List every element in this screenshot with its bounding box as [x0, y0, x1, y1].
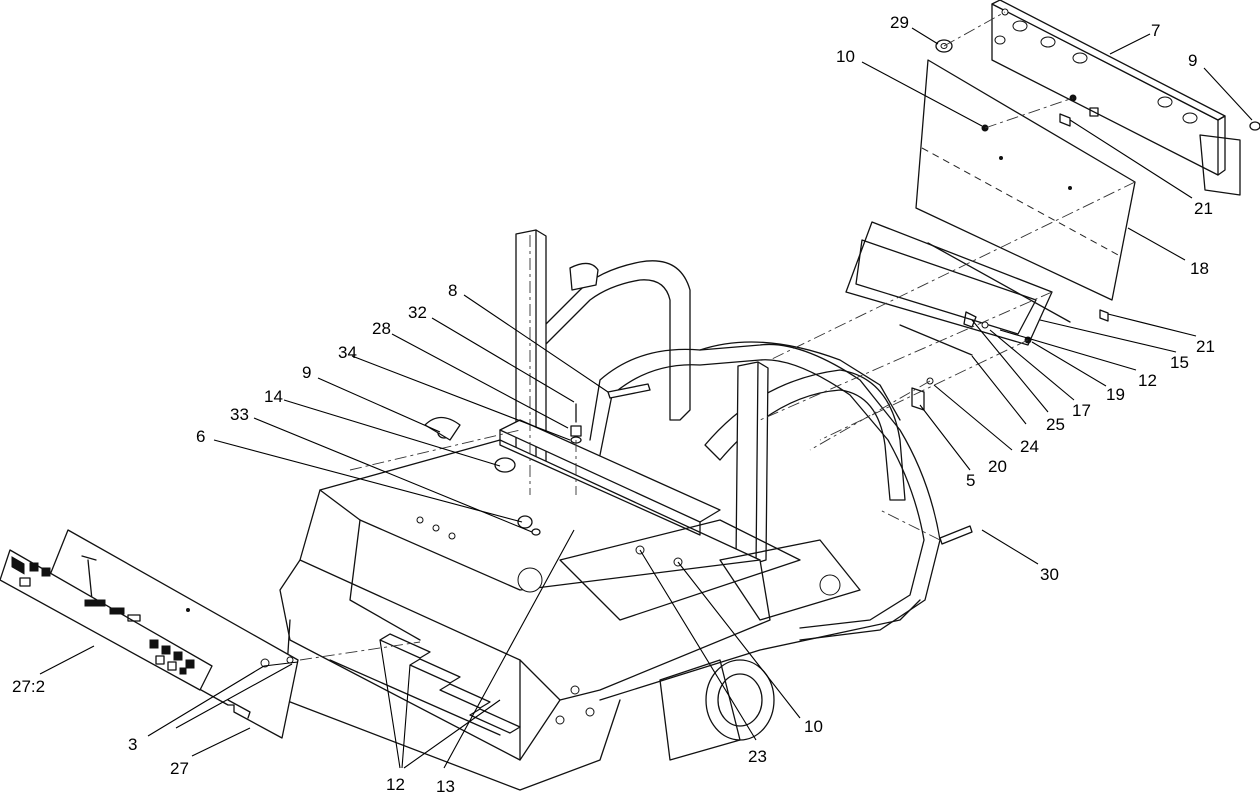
callout-21-mid: 21 [1196, 337, 1215, 356]
part-9-nut-top [1249, 121, 1260, 131]
callout-27: 27 [170, 759, 189, 778]
callout-7: 7 [1151, 21, 1160, 40]
callout-8: 8 [448, 281, 457, 300]
main-frame [279, 229, 973, 791]
callout-25: 25 [1046, 415, 1065, 434]
callout-19: 19 [1106, 385, 1125, 404]
part-7-rear-bracket [991, 0, 1241, 196]
callout-9-top: 9 [1188, 51, 1197, 70]
callout-12-right: 12 [1138, 371, 1157, 390]
callout-13: 13 [436, 777, 455, 796]
callout-23: 23 [748, 747, 767, 766]
callout-29: 29 [890, 13, 909, 32]
callout-6: 6 [196, 427, 205, 446]
alignment-lines [299, 11, 1136, 661]
decal-graphics [11, 556, 195, 675]
callout-21-top: 21 [1194, 199, 1213, 218]
callout-28: 28 [372, 319, 391, 338]
callout-17: 17 [1072, 401, 1091, 420]
callout-33: 33 [230, 405, 249, 424]
callout-labels: 29 7 10 9 21 18 21 15 12 19 17 25 24 20 … [12, 13, 1215, 796]
part-27-2-decal [0, 549, 213, 691]
callout-24: 24 [1020, 437, 1039, 456]
callout-34: 34 [338, 343, 357, 362]
part-27-panel [39, 529, 299, 739]
callout-32: 32 [408, 303, 427, 322]
callout-20: 20 [988, 457, 1007, 476]
callout-10-bottom: 10 [804, 717, 823, 736]
callout-12-bottom: 12 [386, 775, 405, 794]
callout-3: 3 [128, 735, 137, 754]
callout-10-top: 10 [836, 47, 855, 66]
callout-15: 15 [1170, 353, 1189, 372]
callout-9-left: 9 [302, 363, 311, 382]
leader-lines [39, 27, 1253, 769]
callout-30: 30 [1040, 565, 1059, 584]
callout-5: 5 [966, 471, 975, 490]
callout-18: 18 [1190, 259, 1209, 278]
callout-14: 14 [264, 387, 283, 406]
callout-27-2: 27:2 [12, 677, 45, 696]
